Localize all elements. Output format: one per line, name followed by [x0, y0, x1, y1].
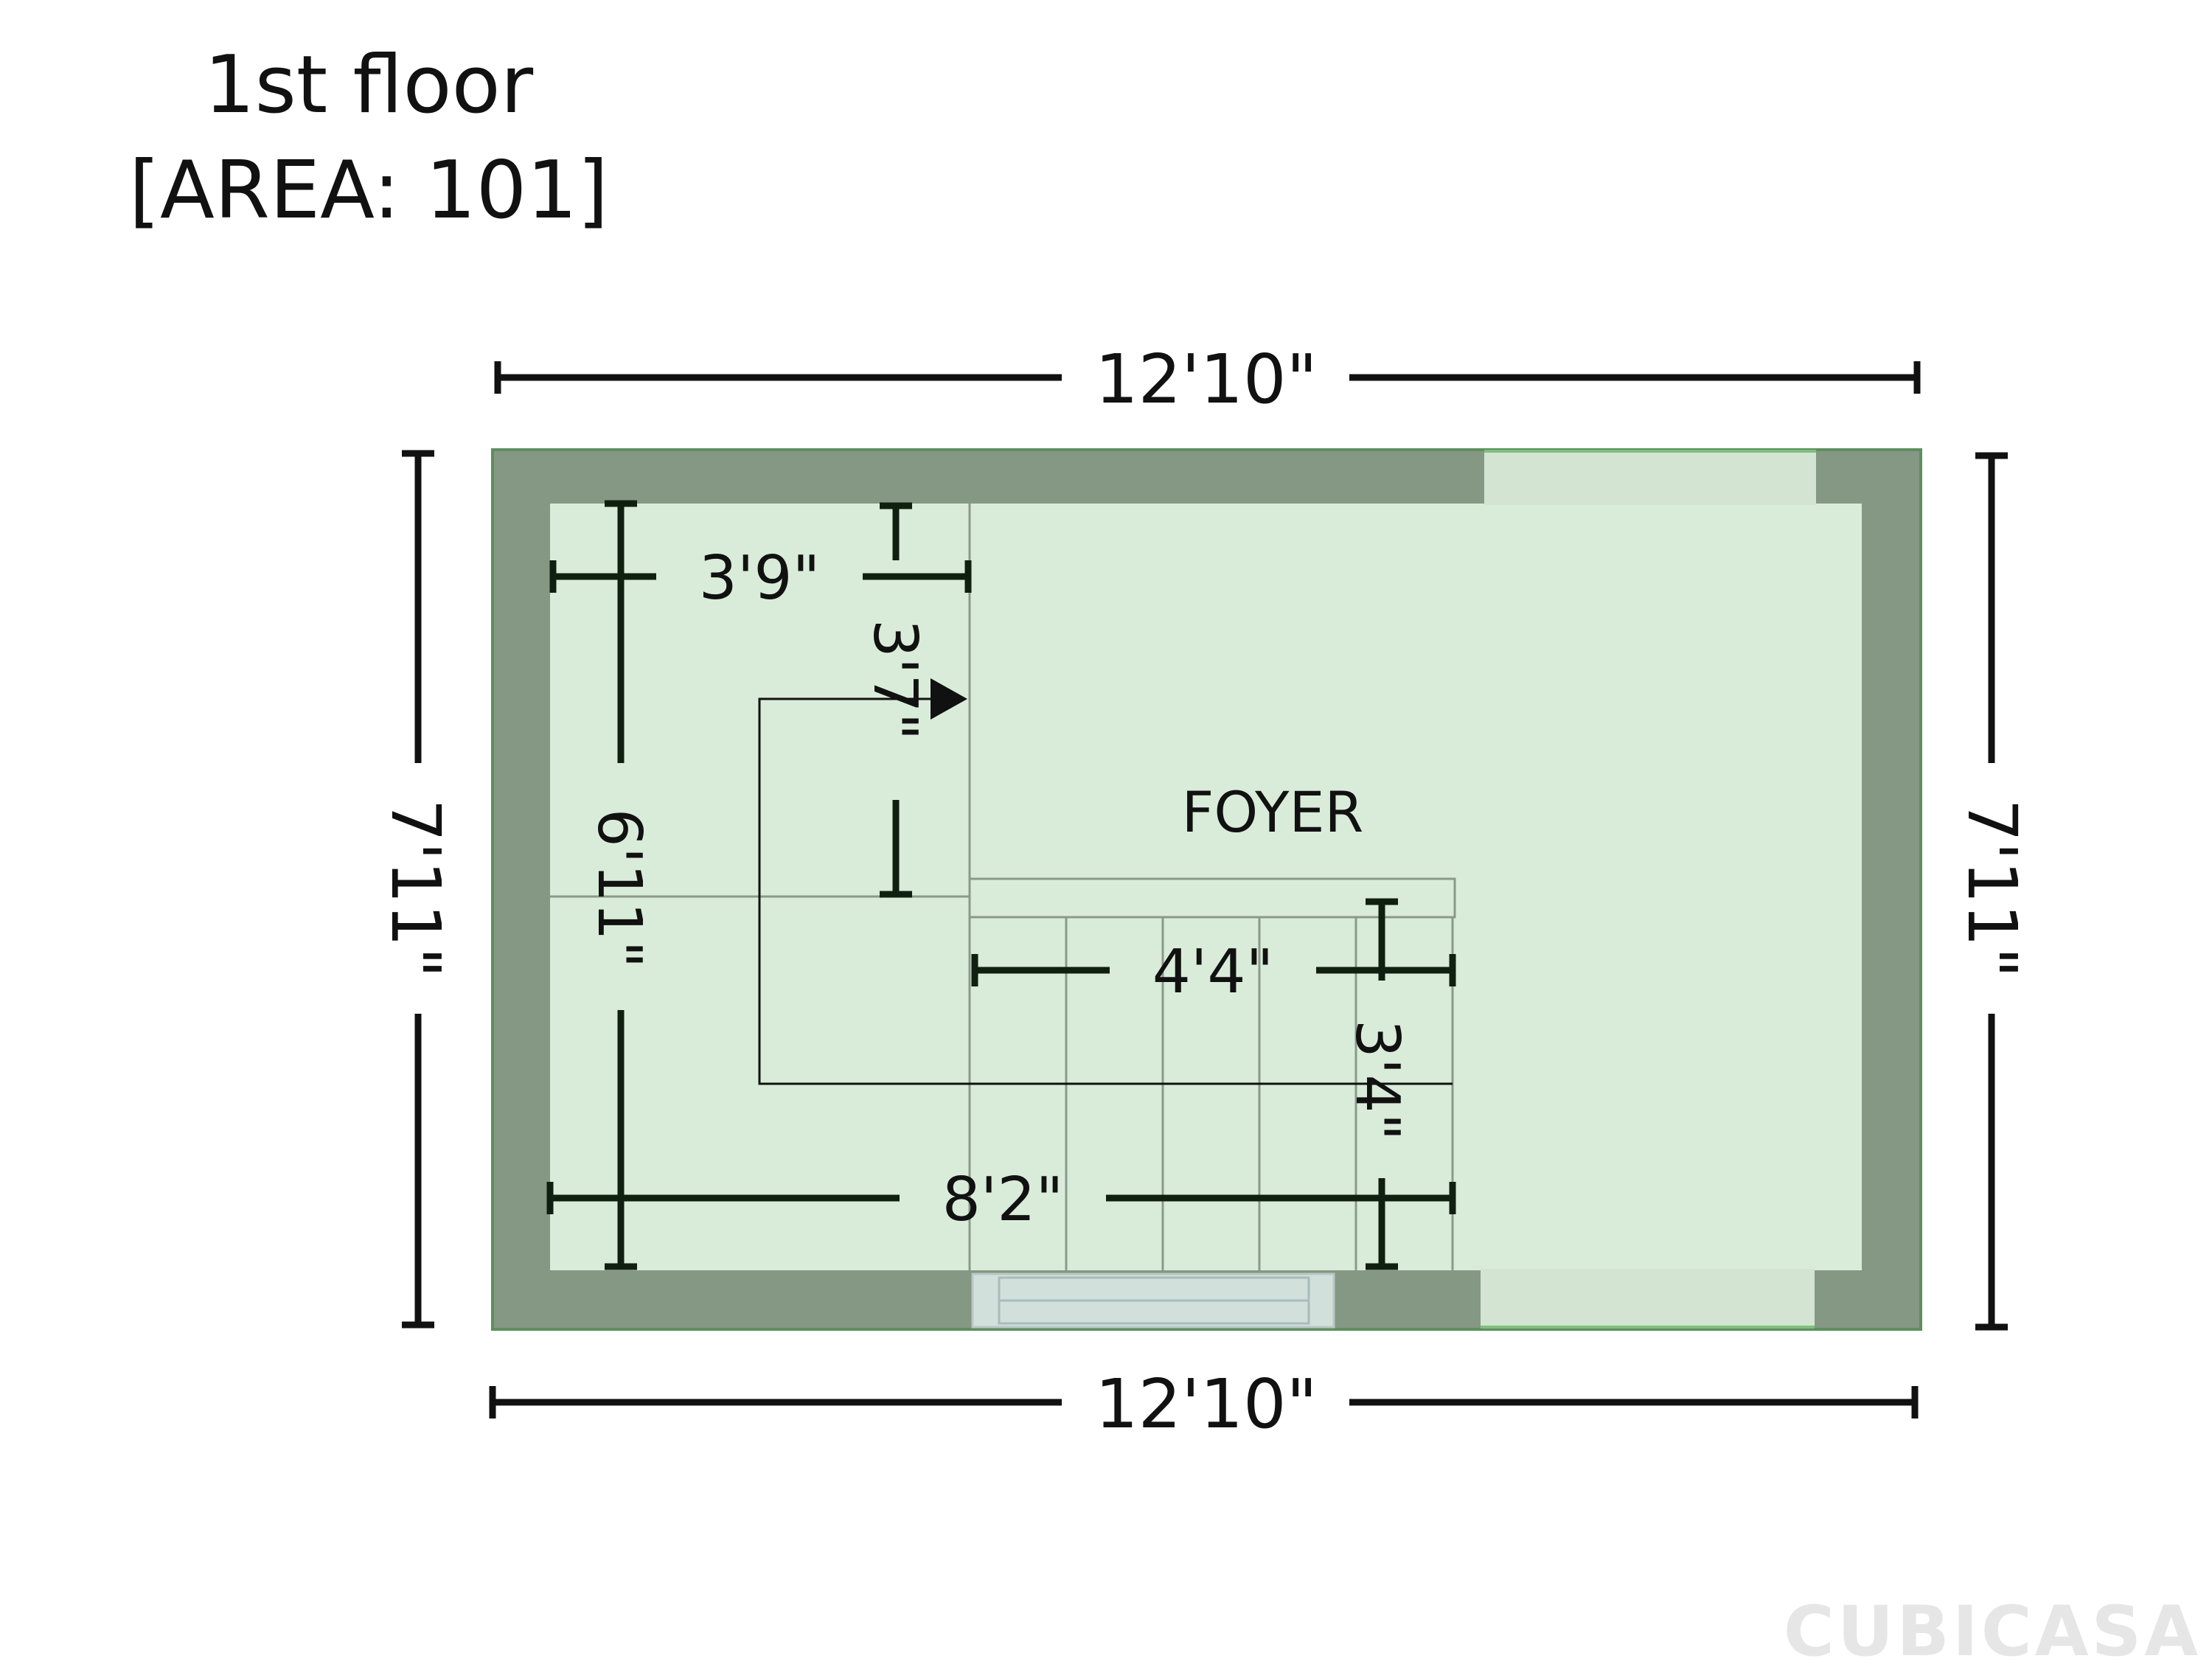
- staircase: [968, 877, 1456, 1270]
- dim-stair-depth: 3'4": [1342, 1020, 1412, 1141]
- dim-inner-height: 6'11": [584, 809, 654, 969]
- dim-left-height: 7'11": [376, 798, 455, 978]
- top-opening: [1484, 451, 1816, 505]
- foyer-floor: [550, 504, 1862, 1270]
- arrow-head-icon: [931, 678, 967, 720]
- dim-stair-width: 4'4": [1152, 937, 1274, 1007]
- room-label-foyer: FOYER: [1182, 779, 1364, 845]
- dim-right-height: 7'11": [1952, 798, 2031, 978]
- cubicasa-logo: CUBICASA: [1784, 1592, 2201, 1664]
- dim-closet-depth: 3'7": [860, 619, 930, 741]
- dim-top-width: 12'10": [1095, 340, 1318, 419]
- dim-inner-width: 8'2": [942, 1165, 1064, 1235]
- floor-title: 1st floor: [204, 39, 534, 131]
- stair-direction-arrow: [758, 678, 1453, 1085]
- dim-bottom-width: 12'10": [1095, 1365, 1318, 1444]
- dimension-lines-outer: [402, 361, 2008, 1418]
- bottom-opening: [1481, 1269, 1815, 1327]
- area-label: [AREA: 101]: [128, 145, 609, 237]
- dimension-lines-inner: [546, 500, 1456, 1270]
- dim-closet-width: 3'9": [699, 543, 821, 613]
